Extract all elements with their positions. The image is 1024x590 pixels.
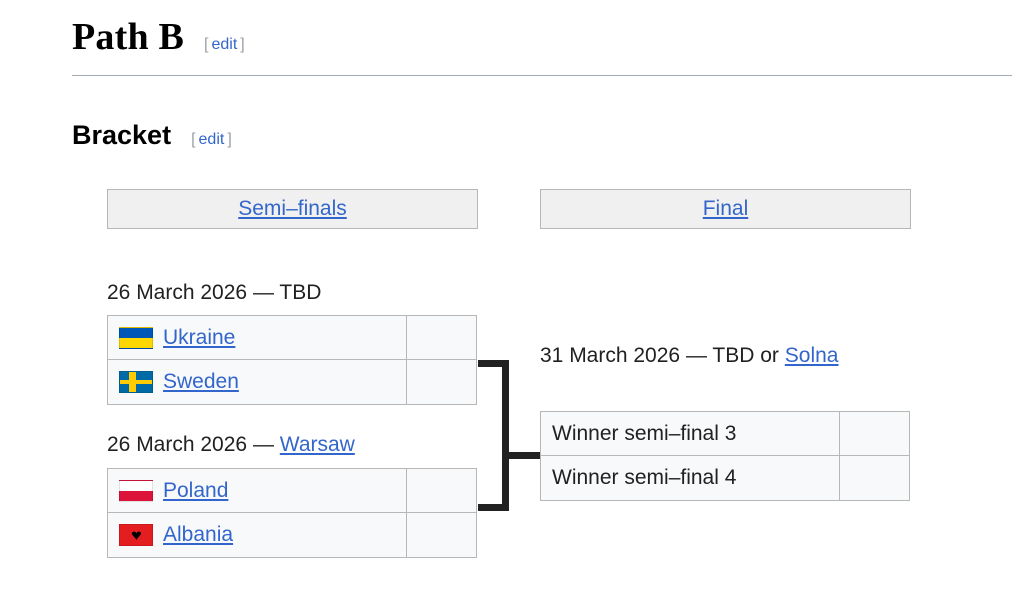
table-row: ♥ Albania — [107, 513, 477, 558]
edit-subsection-link-wrapper: [edit] — [191, 131, 232, 149]
team-name-link[interactable]: Ukraine — [163, 325, 236, 349]
match-date-separator: — — [252, 433, 274, 456]
edit-bracket-close: ] — [240, 36, 245, 53]
flag-ukraine-icon — [119, 326, 153, 349]
edit-subsection-link[interactable]: edit — [198, 131, 225, 148]
match-table-semi-final-3: Ukraine Sweden — [107, 315, 477, 405]
team-cell-home[interactable]: Ukraine — [107, 315, 407, 360]
match-date-semi-final-4: 26 March 2026 — Warsaw — [107, 433, 355, 457]
score-cell-home — [840, 411, 910, 456]
team-name-placeholder: Winner semi–final 4 — [552, 466, 737, 489]
round-header-final: Final — [540, 189, 911, 229]
match-date-text: 26 March 2026 — [107, 433, 248, 456]
eagle-glyph: ♥ — [130, 526, 142, 544]
score-cell-away — [407, 360, 477, 405]
section-heading-divider — [72, 75, 1012, 76]
team-cell-away[interactable]: ♥ Albania — [107, 513, 407, 558]
bracket-connector-vertical — [502, 360, 509, 511]
section-heading-path-b: Path B [edit] — [72, 18, 1012, 56]
score-cell-away — [840, 456, 910, 501]
bracket-connector-top — [478, 360, 509, 367]
team-cell-away: Winner semi–final 4 — [540, 456, 840, 501]
edit-bracket-close: ] — [227, 131, 232, 148]
round-header-final-link[interactable]: Final — [702, 197, 749, 220]
round-header-semi-finals-link[interactable]: Semi–finals — [238, 197, 347, 220]
match-date-semi-final-3: 26 March 2026 — TBD — [107, 281, 321, 305]
match-venue-prefix-final: TBD or — [712, 344, 779, 367]
match-date-separator: — — [252, 281, 274, 304]
edit-bracket-open: [ — [191, 131, 196, 148]
match-date-text: 26 March 2026 — [107, 281, 248, 304]
match-date-text: 31 March 2026 — [540, 344, 681, 367]
match-date-separator: — — [685, 344, 707, 367]
match-venue-link-semi-final-4[interactable]: Warsaw — [279, 433, 355, 456]
match-table-semi-final-4: Poland ♥ Albania — [107, 468, 477, 558]
score-cell-away — [407, 513, 477, 558]
flag-albania-icon: ♥ — [119, 524, 153, 546]
round-header-semi-finals: Semi–finals — [107, 189, 478, 229]
team-name-link[interactable]: Poland — [163, 478, 229, 502]
match-date-final: 31 March 2026 — TBD or Solna — [540, 335, 860, 377]
table-row: Sweden — [107, 360, 477, 405]
flag-poland-icon — [119, 479, 153, 502]
bracket-connector-outlet — [502, 452, 542, 459]
flag-sweden-icon — [119, 371, 153, 393]
team-cell-home: Winner semi–final 3 — [540, 411, 840, 456]
edit-section-link[interactable]: edit — [211, 36, 238, 53]
table-row: Winner semi–final 3 — [540, 411, 910, 456]
table-row: Winner semi–final 4 — [540, 456, 910, 501]
team-cell-home[interactable]: Poland — [107, 468, 407, 513]
table-row: Ukraine — [107, 315, 477, 360]
team-name-link[interactable]: Sweden — [163, 370, 239, 393]
edit-section-link-wrapper: [edit] — [204, 36, 245, 54]
team-name-placeholder: Winner semi–final 3 — [552, 421, 737, 445]
match-table-final: Winner semi–final 3 Winner semi–final 4 — [540, 411, 910, 501]
score-cell-home — [407, 315, 477, 360]
page-title: Path B — [72, 16, 185, 58]
subsection-title: Bracket — [72, 120, 172, 150]
team-cell-away[interactable]: Sweden — [107, 360, 407, 405]
subsection-heading-bracket: Bracket [edit] — [72, 122, 232, 149]
team-name-link[interactable]: Albania — [163, 523, 234, 546]
edit-bracket-open: [ — [204, 36, 209, 53]
match-venue-semi-final-3: TBD — [279, 281, 322, 304]
score-cell-home — [407, 468, 477, 513]
table-row: Poland — [107, 468, 477, 513]
match-venue-link-final[interactable]: Solna — [784, 344, 839, 367]
bracket-connector-bottom — [478, 504, 509, 511]
